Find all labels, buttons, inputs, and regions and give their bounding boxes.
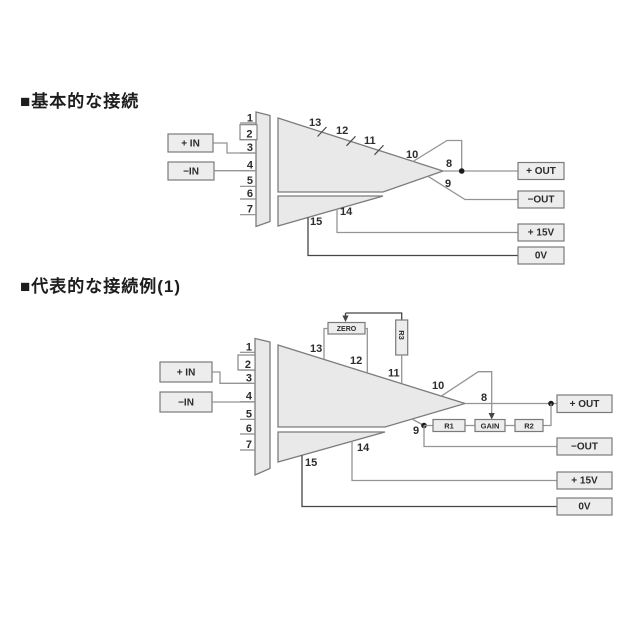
d2-pin-label-13: 13 [310,343,322,355]
d1-pin-label-10: 10 [406,149,418,161]
d2-wire-zero-to-pin13 [323,327,328,360]
d2-supply-zero-box [556,497,613,516]
section1-title: ■基本的な接続 [20,92,140,111]
d2-out-minus-label: −OUT [571,442,598,453]
d1-pin2-box [239,124,258,141]
d2-pin2-box [237,354,256,371]
d2-r1-label: R1 [444,422,454,431]
d2-pin-label-2: 2 [245,359,251,371]
d2-pin-label-8: 8 [481,392,487,404]
d1-pin-label-5: 5 [247,175,253,187]
d1-pin-label-14: 14 [340,206,353,218]
d1-wire-pin10-feedback [412,139,463,171]
section2-title: ■代表的な接続例(1) [20,277,182,296]
d2-wire-in-plus [212,371,255,384]
d1-pin-label-2: 2 [246,129,252,141]
d2-pin-label-15: 15 [305,457,317,469]
d1-pin-label-1: 1 [247,113,253,125]
d2-pin-label-3: 3 [246,373,252,385]
d2-in-minus-label: −IN [178,398,194,409]
d1-pin-label-11: 11 [364,135,376,147]
d1-supply-zero-box [517,246,565,265]
d1-out-minus-box [517,190,565,209]
d2-pin-label-7: 7 [246,439,252,451]
d2-zero-pot-label: ZERO [337,326,357,333]
d2-gain-wiper-arrowhead [488,413,495,420]
d2-pin-label-12: 12 [350,355,362,367]
d2-pin-label-14: 14 [357,442,370,454]
d2-r1-box [432,418,466,433]
d2-pin-label-6: 6 [246,423,252,435]
d2-r2-box [514,418,544,433]
d1-in-minus-label: −IN [183,167,199,178]
d1-supply-zero-label: 0V [535,251,548,262]
d2-pin-label-11: 11 [388,368,400,380]
d2-wire-zero-wiper-feed [345,312,403,320]
d1-supply-pos-box [517,223,565,242]
d1-pin-label-9: 9 [445,178,451,190]
d1-wire-pin14-supply [336,209,518,234]
d2-connector-bar [254,337,271,476]
d2-pin-label-4: 4 [246,391,253,403]
d1-out-plus-box [517,161,565,181]
d2-wire-pin10-to-gain [441,371,493,414]
d2-gain-pot-label: GAIN [481,422,500,431]
d2-wire-pin15-supply [301,455,557,508]
d2-in-plus-label: + IN [177,368,196,379]
d2-pin-label-5: 5 [246,409,252,421]
d1-pin-label-7: 7 [247,204,253,216]
d2-r3-label: R3 [397,330,406,340]
diagram1: 1 2 3 4 5 6 7 + IN −IN 13 12 11 10 [167,111,565,265]
d1-booster-triangle [277,195,384,227]
d2-out-minus-box [556,437,613,456]
d2-booster-triangle [277,431,386,463]
d2-wire-zero-to-pin12 [365,327,368,373]
d1-pin-label-8: 8 [446,158,452,170]
d2-wire-gain-network [424,403,552,427]
d1-out-minus-label: −OUT [528,195,555,206]
d2-zero-wiper-arrowhead [342,315,349,322]
d2-out-plus-box [556,394,613,414]
d1-amplifier-triangle [277,117,446,193]
d1-pin-label-6: 6 [247,188,253,200]
d2-amplifier-triangle [277,344,468,428]
d2-r2-label: R2 [524,422,534,431]
d1-pin-label-3: 3 [247,142,253,154]
d2-wire-pin14-supply [351,441,557,482]
d2-supply-pos-box [556,471,613,490]
d2-out-plus-label: + OUT [570,399,600,410]
d1-supply-pos-label: + 15V [528,228,555,239]
d1-junction-dot [458,168,465,174]
d2-supply-zero-label: 0V [578,502,591,513]
d1-out-plus-label: + OUT [526,166,556,177]
d2-pin-label-9: 9 [413,425,419,437]
d2-pin-label-1: 1 [246,342,252,354]
d1-in-plus-label: + IN [181,139,200,150]
d2-gain-pot-box [474,418,506,433]
d1-wire-pin9-out [427,175,518,201]
d1-pin-tick-slashes [317,126,384,156]
d2-pin-label-10: 10 [432,380,444,392]
d2-supply-pos-label: + 15V [571,476,598,487]
d1-pin-label-12: 12 [336,125,348,137]
d1-connector-bar [255,111,271,228]
d1-pin-label-15: 15 [310,216,322,228]
d1-wire-in-plus [213,142,256,154]
d1-pin-label-13: 13 [309,117,321,129]
d1-pin-label-4: 4 [247,160,254,172]
diagram2: 1 2 3 4 5 6 7 + IN −IN ZERO R3 [159,312,613,516]
d2-wire-pin9-out [423,425,557,448]
d1-wire-pin15-supply [307,217,518,257]
